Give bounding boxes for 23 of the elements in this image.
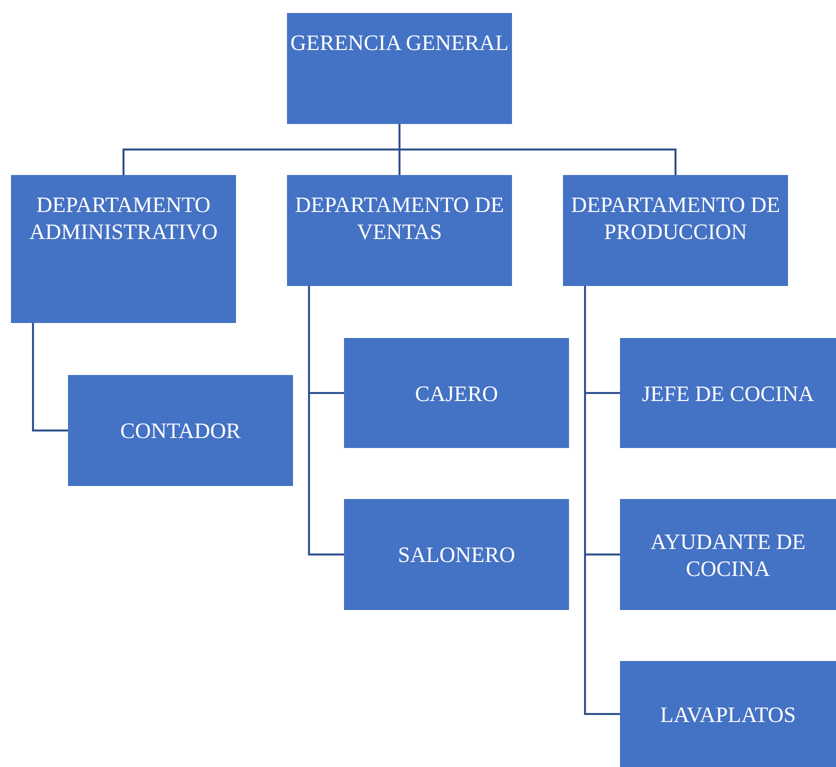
org-box	[68, 375, 293, 486]
org-box	[620, 661, 836, 767]
org-box	[344, 338, 569, 448]
box-label: DEPARTAMENTO ADMINISTRATIVO	[28, 191, 219, 245]
org-box	[287, 175, 512, 286]
box-label: CONTADOR	[120, 417, 241, 444]
org-box	[620, 338, 836, 448]
box-label: DEPARTAMENTO DE VENTAS	[294, 191, 505, 245]
org-box	[563, 175, 788, 286]
box-label: SALONERO	[398, 541, 516, 568]
org-box	[11, 175, 236, 323]
box-label: LAVAPLATOS	[660, 700, 796, 728]
org-box	[620, 499, 836, 610]
box-label: CAJERO	[414, 380, 498, 406]
box-label: GERENCIA GENERAL	[290, 29, 509, 56]
connector-line	[32, 323, 68, 432]
connector-line	[398, 124, 676, 175]
connector-line	[308, 286, 344, 556]
box-label: JEFE DE COCINA	[642, 380, 814, 406]
box-label: DEPARTAMENTO DE PRODUCCION	[570, 191, 781, 245]
org-box	[344, 499, 569, 610]
org-box	[287, 13, 512, 124]
box-label: AYUDANTE DE COCINA	[649, 528, 806, 582]
